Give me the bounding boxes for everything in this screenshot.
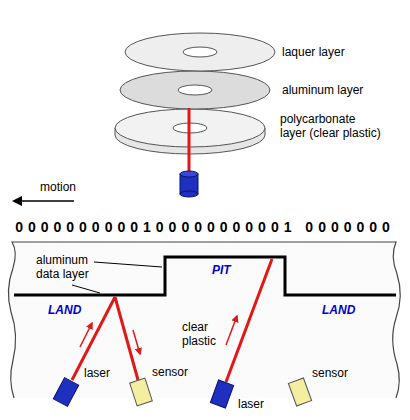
aluminum-disc xyxy=(120,71,270,109)
beam-direction-arrow xyxy=(133,330,140,354)
disc-cross-section xyxy=(8,242,400,398)
text-line: plastic xyxy=(182,334,216,348)
beam-direction-arrow xyxy=(226,316,237,345)
beam-direction-arrow xyxy=(80,323,92,347)
sensor-label: sensor xyxy=(312,366,348,380)
layer-label: polycarbonate layer (clear plastic) xyxy=(280,112,381,140)
sensor-label: sensor xyxy=(152,365,188,379)
layer-label: aluminum layer xyxy=(282,83,363,97)
material-label: clear plastic xyxy=(182,320,216,348)
laser-label: laser xyxy=(84,366,110,380)
land-label: LAND xyxy=(322,303,355,317)
text-line: clear xyxy=(182,320,216,334)
laser-label: laser xyxy=(238,397,264,411)
land-label: LAND xyxy=(48,303,81,317)
motion-arrow xyxy=(14,200,74,202)
part-label: aluminum data layer xyxy=(36,253,89,281)
leader-line xyxy=(72,285,100,293)
text-line: data layer xyxy=(36,267,89,281)
text-line: layer (clear plastic) xyxy=(280,126,381,140)
reflected-beam xyxy=(115,297,138,380)
laser-source xyxy=(180,171,198,197)
text-line: polycarbonate xyxy=(280,112,381,126)
laser-beam xyxy=(188,108,191,174)
laser-device xyxy=(53,378,78,407)
laser-device xyxy=(210,380,233,408)
lacquer-disc xyxy=(125,33,275,71)
sensor-device xyxy=(288,378,311,406)
sensor-device xyxy=(130,378,153,406)
bit-sequence: 0000000000100000000001 0000000 xyxy=(15,219,395,235)
laser-beam xyxy=(226,259,272,382)
text-line: aluminum xyxy=(36,253,89,267)
motion-label: motion xyxy=(40,180,76,194)
layer-label: laquer layer xyxy=(282,45,345,59)
pit-label: PIT xyxy=(212,263,231,277)
leader-line xyxy=(94,262,162,267)
